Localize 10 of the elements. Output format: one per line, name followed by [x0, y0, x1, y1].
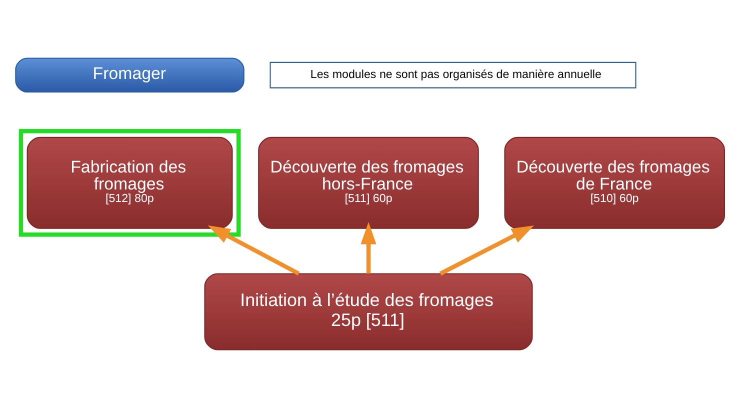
node-box: Initiation à l’étude des fromages 25p [511] — [204, 273, 533, 350]
arrow — [439, 225, 534, 276]
node-box: Fromager — [15, 58, 244, 93]
arrow — [360, 222, 376, 274]
node-box: Fabrication des fromages [512] 80p — [26, 136, 233, 229]
node-box: Les modules ne sont pas organisés de manière annuelle — [270, 62, 636, 88]
node-box: Découverte des fromages de France [510] 60p — [504, 136, 726, 229]
node-box: Découverte des fromages hors-France [511] 60p — [258, 136, 479, 229]
arrow — [208, 225, 300, 276]
cluster — [18, 129, 241, 237]
